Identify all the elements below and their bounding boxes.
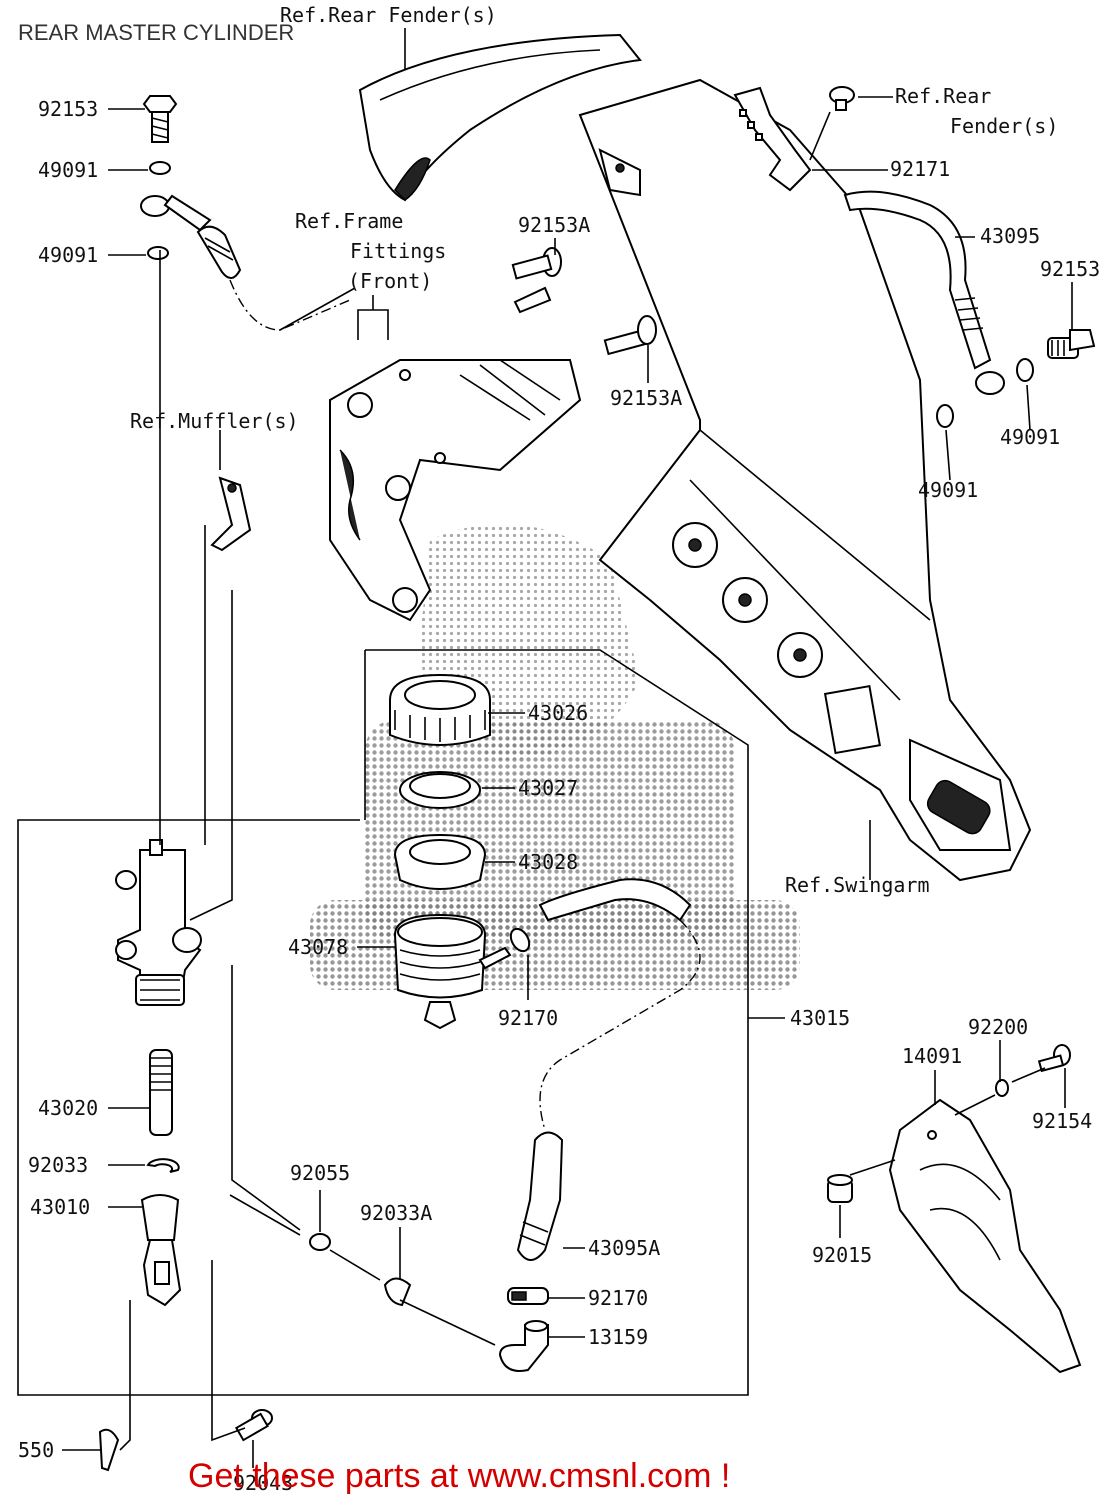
collar-92015 — [827, 1174, 853, 1203]
label-ref-rear-fender-top: Ref.Rear Fender(s) — [280, 3, 497, 27]
label-part-43010: 43010 — [30, 1195, 90, 1219]
page-title: REAR MASTER CYLINDER — [18, 20, 294, 45]
hose-clamp-92170-a — [509, 927, 531, 953]
rear-fender-ref-illustration — [358, 33, 642, 202]
label-part-92171: 92171 — [890, 157, 950, 181]
bolt-92153A-a — [511, 247, 562, 314]
label-part-92043: 92043 — [233, 1471, 293, 1495]
banjo-fitting-hose-end — [140, 194, 242, 279]
muffler-ref-bracket — [210, 476, 252, 552]
washer-92200 — [995, 1079, 1009, 1097]
label-part-43095A: 43095A — [588, 1236, 660, 1260]
label-part-92015: 92015 — [812, 1243, 872, 1267]
washer-49091-r2 — [936, 404, 954, 428]
leader-lines — [62, 28, 1073, 1468]
reservoir-cap-43026 — [389, 673, 491, 746]
label-ref-rear-fender-right-1: Ref.Rear — [895, 84, 991, 108]
label-part-49091-b: 49091 — [38, 243, 98, 267]
label-part-92033A: 92033A — [360, 1201, 432, 1225]
label-part-43028: 43028 — [518, 850, 578, 874]
label-part-43026: 43026 — [528, 701, 588, 725]
label-part-43027: 43027 — [518, 776, 578, 800]
label-ref-frame-1: Ref.Frame — [295, 209, 403, 233]
label-part-49091-a: 49091 — [38, 158, 98, 182]
label-part-92153A-a: 92153A — [518, 213, 590, 237]
label-part-43078: 43078 — [288, 935, 348, 959]
label-part-92170-a: 92170 — [498, 1006, 558, 1030]
label-part-92153-left: 92153 — [38, 97, 98, 121]
push-rod-43010 — [140, 1194, 182, 1307]
label-part-92055: 92055 — [290, 1161, 350, 1185]
label-ref-frame-3: (Front) — [348, 269, 432, 293]
o-ring-92055 — [309, 1233, 331, 1251]
label-part-92170-b: 92170 — [588, 1286, 648, 1310]
label-part-92033: 92033 — [28, 1153, 88, 1177]
label-ref-rear-fender-right-2: Fender(s) — [950, 114, 1058, 138]
swingarm-ref-illustration — [578, 78, 1032, 882]
label-part-92153A-b: 92153A — [610, 386, 682, 410]
clevis-pin-92043 — [235, 1409, 273, 1442]
label-part-49091-r2: 49091 — [918, 478, 978, 502]
label-part-43015: 43015 — [790, 1006, 850, 1030]
circlip-92033A — [383, 1277, 412, 1307]
hose-route-line-left — [229, 279, 351, 331]
push-rod-boot-43020 — [149, 1049, 173, 1136]
label-part-550: 550 — [18, 1438, 54, 1462]
bolt-ref-rear-fender — [829, 86, 855, 111]
reservoir-43078 — [393, 913, 512, 1030]
hose-clamp-92170-b — [507, 1287, 549, 1305]
washer-49091-r1 — [1016, 358, 1034, 382]
bolt-92153A-b — [603, 315, 657, 356]
master-cylinder-body — [115, 839, 202, 1006]
assembly-frame-lines — [17, 250, 1046, 1451]
label-ref-muffler: Ref.Muffler(s) — [130, 409, 299, 433]
diaphragm-43028 — [393, 833, 487, 890]
cotter-pin-550 — [98, 1428, 120, 1472]
diaphragm-plate-43027 — [399, 771, 481, 809]
hose-fitting-13159 — [498, 1320, 549, 1372]
hose-43095 — [843, 190, 1005, 395]
banjo-bolt-92153-left — [142, 95, 178, 143]
heat-guard-14091 — [888, 1098, 1082, 1374]
washer-49091-a — [149, 161, 171, 175]
label-part-49091-r1: 49091 — [1000, 425, 1060, 449]
label-part-14091: 14091 — [902, 1044, 962, 1068]
banjo-bolt-92153-right — [1047, 329, 1096, 359]
bolt-92154 — [1037, 1044, 1071, 1073]
label-part-92200: 92200 — [968, 1015, 1028, 1039]
label-part-43020: 43020 — [38, 1096, 98, 1120]
label-part-92153-right: 92153 — [1040, 257, 1100, 281]
hose-43095A — [516, 1131, 564, 1261]
reservoir-hose — [538, 878, 701, 1131]
label-part-13159: 13159 — [588, 1325, 648, 1349]
footer-link[interactable]: Get these parts at www.cmsnl.com ! — [188, 1457, 730, 1495]
frame-fitting-bracket — [329, 359, 582, 622]
label-part-92154: 92154 — [1032, 1109, 1092, 1133]
label-ref-frame-2: Fittings — [350, 239, 446, 263]
circlip-92033 — [146, 1158, 180, 1173]
label-ref-swingarm: Ref.Swingarm — [785, 873, 930, 897]
washer-49091-b — [147, 246, 169, 260]
label-part-43095: 43095 — [980, 224, 1040, 248]
hose-clamp-92171 — [733, 86, 812, 192]
